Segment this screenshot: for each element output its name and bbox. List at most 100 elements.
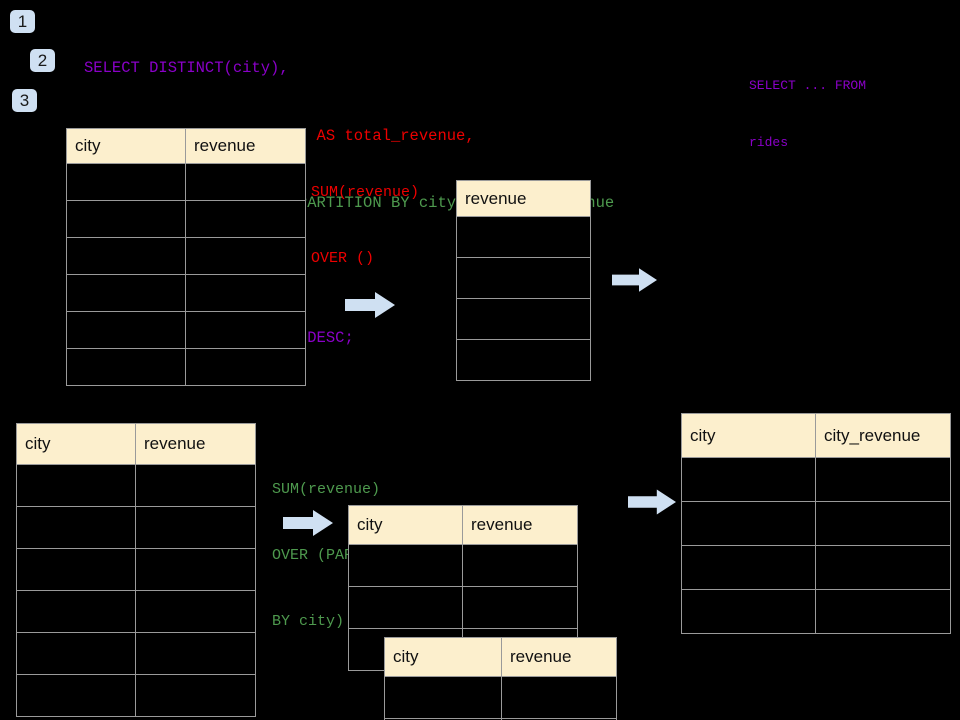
- column-header-city: city: [66, 128, 186, 164]
- cell-revenue: [456, 257, 591, 299]
- table-row: [16, 506, 256, 549]
- cell-city: [348, 586, 463, 629]
- sidenote-line-1: SELECT ... FROM: [749, 78, 867, 93]
- cell-revenue: [501, 718, 617, 720]
- table-row: [456, 257, 591, 299]
- cell-city-revenue: [815, 501, 951, 546]
- table-header-row: city revenue: [66, 128, 306, 164]
- cell-revenue: [456, 339, 591, 381]
- arrow-partition-to-result: [628, 487, 676, 522]
- cell-city-revenue: [815, 457, 951, 502]
- table-header-row: revenue: [456, 180, 591, 217]
- cell-city: [681, 501, 816, 546]
- cell-city: [16, 506, 136, 549]
- annotation-over-partition-line-3: BY city): [272, 613, 345, 630]
- column-header-city: city: [384, 637, 502, 677]
- cell-city: [66, 274, 186, 312]
- cell-city: [66, 163, 186, 201]
- cell-city: [16, 632, 136, 675]
- cell-revenue: [462, 544, 578, 587]
- annotation-over-empty-line-2: OVER (): [311, 250, 375, 267]
- table-row: [66, 348, 306, 386]
- table-total-revenue: revenue: [456, 180, 591, 381]
- table-row: [456, 298, 591, 340]
- table-row: [681, 501, 951, 546]
- step-badge-1: 1: [10, 10, 35, 33]
- annotation-over-partition-line-1: SUM(revenue): [272, 481, 381, 498]
- column-header-revenue: revenue: [456, 180, 591, 217]
- table-row: [16, 674, 256, 717]
- column-header-revenue: revenue: [462, 505, 578, 545]
- cell-city: [16, 590, 136, 633]
- cell-revenue: [185, 348, 306, 386]
- table-row: [16, 464, 256, 507]
- table-header-row: city revenue: [348, 505, 578, 545]
- arrow-total-to-result: [612, 265, 657, 300]
- cell-revenue: [185, 311, 306, 349]
- table-row: [456, 339, 591, 381]
- cell-city: [66, 348, 186, 386]
- table-row: [66, 274, 306, 312]
- cell-city: [66, 200, 186, 238]
- cell-revenue: [135, 548, 256, 591]
- table-row: [384, 718, 617, 720]
- column-header-revenue: revenue: [501, 637, 617, 677]
- table-row: [66, 237, 306, 275]
- cell-revenue: [135, 632, 256, 675]
- table-row: [348, 544, 578, 587]
- column-header-city: city: [16, 423, 136, 465]
- cell-revenue: [135, 506, 256, 549]
- table-row: [66, 311, 306, 349]
- sql-line-1: SELECT DISTINCT(city),: [84, 59, 289, 77]
- table-result: city city_revenue: [681, 413, 951, 634]
- cell-revenue: [135, 590, 256, 633]
- table-rides-bottom: city revenue: [16, 423, 256, 717]
- cell-city: [681, 545, 816, 590]
- arrow-rides-to-partition: [283, 508, 333, 543]
- cell-city: [348, 544, 463, 587]
- table-row: [384, 676, 617, 719]
- cell-revenue: [456, 298, 591, 340]
- cell-revenue: [462, 586, 578, 629]
- cell-revenue: [185, 274, 306, 312]
- step-badge-2: 2: [30, 49, 55, 72]
- table-header-row: city city_revenue: [681, 413, 951, 458]
- table-row: [66, 200, 306, 238]
- table-row: [681, 545, 951, 590]
- cell-city: [16, 548, 136, 591]
- table-header-row: city revenue: [16, 423, 256, 465]
- annotation-over-empty-line-1: SUM(revenue): [311, 184, 420, 201]
- table-row: [16, 590, 256, 633]
- table-header-row: city revenue: [384, 637, 617, 677]
- step-badge-3: 3: [12, 89, 37, 112]
- table-row: [681, 589, 951, 634]
- cell-revenue: [135, 674, 256, 717]
- table-row: [66, 163, 306, 201]
- cell-revenue: [185, 200, 306, 238]
- cell-city-revenue: [815, 589, 951, 634]
- table-row: [16, 632, 256, 675]
- column-header-city: city: [348, 505, 463, 545]
- cell-revenue: [501, 676, 617, 719]
- cell-city: [681, 457, 816, 502]
- table-rides-top: city revenue: [66, 128, 306, 386]
- cell-city: [384, 676, 502, 719]
- cell-revenue: [185, 237, 306, 275]
- table-row: [16, 548, 256, 591]
- cell-city: [681, 589, 816, 634]
- sidenote-line-2: rides: [749, 135, 789, 150]
- column-header-city: city: [681, 413, 816, 458]
- column-header-city-revenue: city_revenue: [815, 413, 951, 458]
- cell-revenue: [135, 464, 256, 507]
- table-partition-front: city revenue: [384, 637, 617, 720]
- table-row: [348, 586, 578, 629]
- cell-revenue: [185, 163, 306, 201]
- cell-city: [66, 237, 186, 275]
- table-row: [456, 216, 591, 258]
- annotation-sum-over-empty: SUM(revenue) OVER (): [311, 138, 419, 314]
- cell-city: [66, 311, 186, 349]
- cell-city: [16, 674, 136, 717]
- cell-revenue: [456, 216, 591, 258]
- column-header-revenue: revenue: [135, 423, 256, 465]
